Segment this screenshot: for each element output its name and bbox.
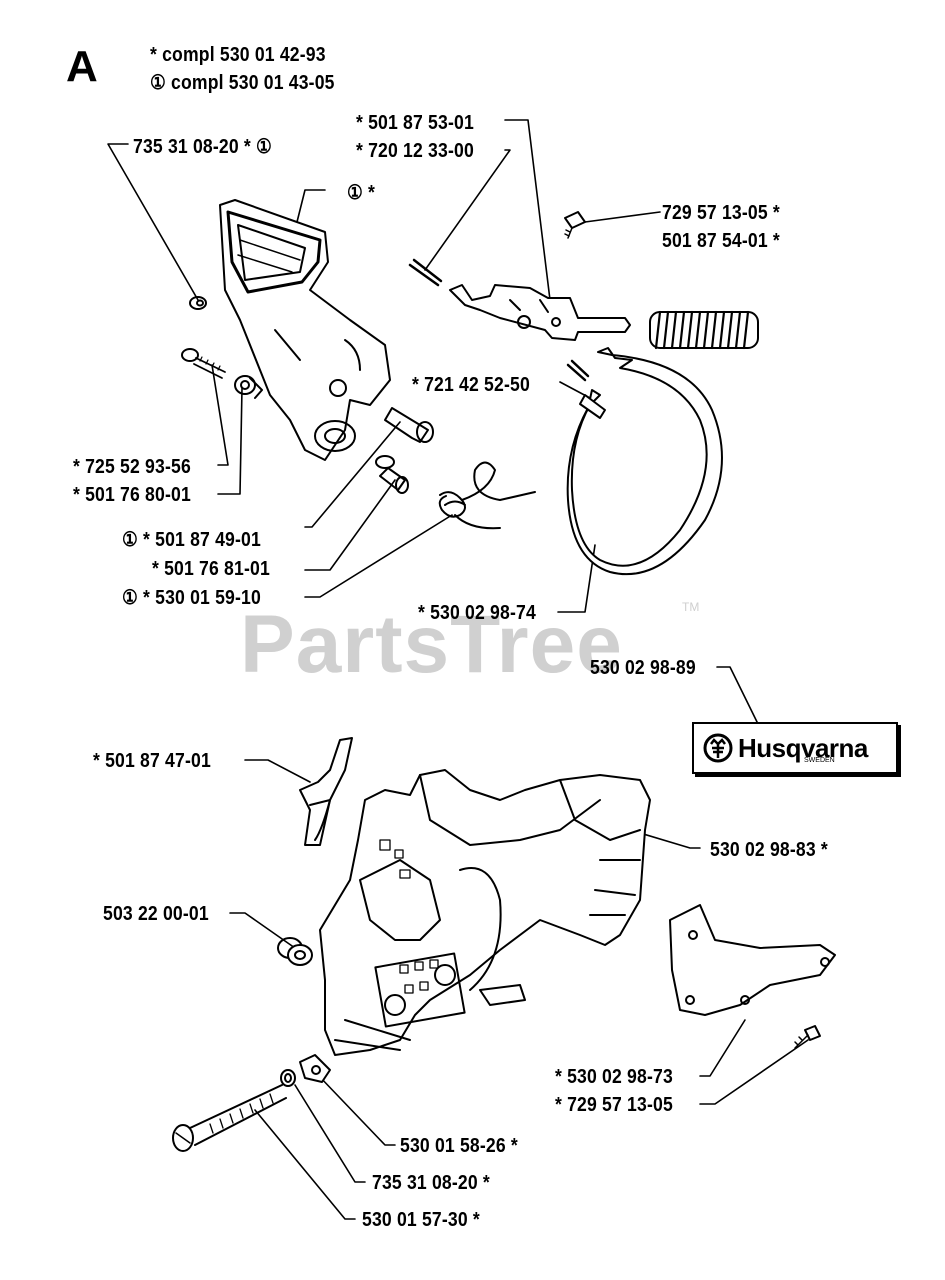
part-label[interactable]: * 729 57 13-05 <box>555 1094 673 1116</box>
lower-washer-part <box>280 1069 296 1087</box>
part-label[interactable]: 501 87 54-01 * <box>662 230 780 252</box>
part-label[interactable]: * 721 42 52-50 <box>412 374 530 396</box>
part-label[interactable]: * 530 02 98-73 <box>555 1066 673 1088</box>
washer-part <box>189 296 207 310</box>
torsion-spring-part <box>438 461 536 530</box>
part-label[interactable]: * 501 87 47-01 <box>93 750 211 772</box>
husqvarna-decal: Husqvarna SWEDEN <box>692 722 898 774</box>
small-screw-right-part <box>794 1025 821 1049</box>
part-label[interactable]: 530 01 57-30 * <box>362 1209 480 1231</box>
section-letter: A <box>66 42 98 91</box>
part-label[interactable]: 530 02 98-89 <box>590 657 696 679</box>
part-label[interactable]: * 720 12 33-00 <box>356 140 474 162</box>
chain-guard-plate-part <box>669 904 836 1016</box>
pin-part <box>408 258 443 287</box>
logo-sub: SWEDEN <box>804 757 835 764</box>
bushing-part <box>234 375 263 399</box>
small-pin-part <box>566 359 590 382</box>
part-label[interactable]: ① * 530 01 59-10 <box>122 587 261 609</box>
adjuster-part <box>299 1054 331 1083</box>
part-label[interactable]: 729 57 13-05 * <box>662 202 780 224</box>
clutch-cover-part <box>299 737 651 1056</box>
brake-lever-part <box>449 284 631 341</box>
part-label[interactable]: * 725 52 93-56 <box>73 456 191 478</box>
part-label[interactable]: 735 31 08-20 * <box>372 1172 490 1194</box>
trademark-mark: TM <box>682 600 700 614</box>
part-label[interactable]: * 501 76 81-01 <box>152 558 270 580</box>
part-label[interactable]: 503 22 00-01 <box>103 903 209 925</box>
adjusting-screw-part <box>172 1084 287 1152</box>
screw-part <box>181 348 226 379</box>
nut-part <box>277 937 313 966</box>
note-compl-star: * compl 530 01 42-93 <box>150 44 326 66</box>
leader-lines <box>107 119 809 1220</box>
part-label[interactable]: * 501 87 53-01 <box>356 112 474 134</box>
small-screw-part <box>564 211 586 239</box>
part-label[interactable]: ① * <box>347 182 376 204</box>
part-label[interactable]: * 530 02 98-74 <box>418 602 536 624</box>
compression-spring-part <box>649 310 759 350</box>
watermark: PartsTree <box>240 599 623 690</box>
part-label[interactable]: * 501 76 80-01 <box>73 484 191 506</box>
part-label[interactable]: 530 02 98-83 * <box>710 839 828 861</box>
part-label[interactable]: ① * 501 87 49-01 <box>122 529 261 551</box>
bolt-part <box>384 407 434 443</box>
hand-guard-part <box>219 199 391 461</box>
part-label[interactable]: 735 31 08-20 * ① <box>133 136 272 158</box>
rivet-part <box>375 455 409 494</box>
logo-brand: Husqvarna <box>738 733 868 763</box>
husqvarna-crown-icon <box>703 733 733 763</box>
part-label[interactable]: 530 01 58-26 * <box>400 1135 518 1157</box>
note-compl-circle: ① compl 530 01 43-05 <box>150 72 335 94</box>
brake-band-part <box>566 347 723 576</box>
